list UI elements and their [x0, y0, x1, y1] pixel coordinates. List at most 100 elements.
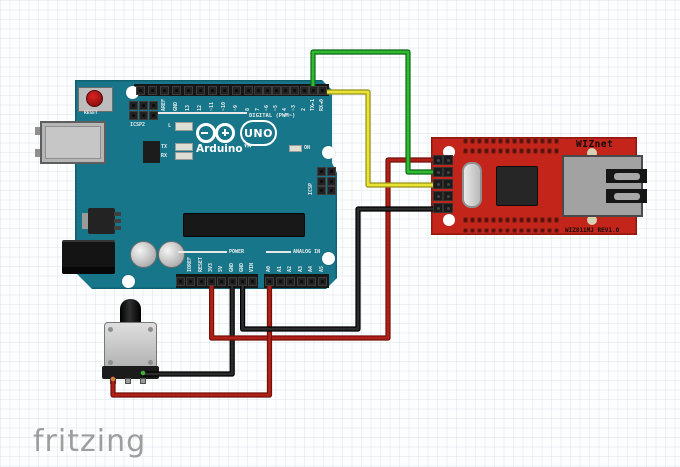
icsp-pin[interactable]: [326, 186, 336, 195]
digital-pin-label: ~11: [208, 101, 215, 111]
wire-a0-to-pot-red[interactable]: [111, 281, 271, 397]
icsp2-pin[interactable]: [129, 111, 138, 120]
fritzing-watermark: fritzing: [33, 424, 147, 459]
power-pin[interactable]: [207, 276, 217, 286]
digital-pin[interactable]: [159, 85, 169, 95]
digital-pin[interactable]: [195, 85, 205, 95]
analog-pin[interactable]: [275, 276, 285, 286]
power-pin[interactable]: [227, 276, 237, 286]
reset-label: RESET: [84, 111, 98, 116]
led-rx: [175, 152, 193, 160]
usb-interface-chip: [143, 141, 160, 163]
digital-pin[interactable]: [219, 85, 229, 95]
digital-pin[interactable]: [308, 85, 318, 95]
arduino-brand-text: Arduino™: [196, 143, 254, 155]
wiznet-header-pin[interactable]: [443, 191, 453, 201]
crystal-oscillator: [462, 162, 482, 208]
digital-section-line: [152, 112, 247, 114]
wire-rx0-to-wiznet-yellow[interactable]: [320, 90, 440, 187]
digital-pin[interactable]: [271, 85, 281, 95]
digital-pin[interactable]: [147, 85, 157, 95]
regulator-leg: [114, 226, 121, 230]
icsp2-pin[interactable]: [129, 101, 138, 110]
power-pin[interactable]: [248, 276, 258, 286]
wiznet-header-pin[interactable]: [433, 167, 443, 177]
analog-pin[interactable]: [265, 276, 274, 286]
icsp2-pin[interactable]: [139, 111, 148, 120]
power-pin[interactable]: [186, 276, 196, 286]
analog-pin[interactable]: [317, 276, 327, 286]
solder-hole: [469, 148, 476, 154]
potentiometer-leg-3[interactable]: [140, 378, 146, 384]
icsp-pin[interactable]: [317, 186, 326, 195]
wire-3v3-to-wiznet-red[interactable]: [210, 158, 440, 340]
icsp-pin[interactable]: [317, 176, 326, 186]
analog-pin-label: A2: [287, 265, 293, 272]
digital-pin[interactable]: [299, 85, 309, 95]
icsp2-pin[interactable]: [149, 101, 158, 110]
digital-pin[interactable]: [171, 85, 181, 95]
digital-section-label: DIGITAL (PWM~): [249, 113, 296, 119]
digital-pin[interactable]: [262, 85, 272, 95]
wiznet-header-pin[interactable]: [443, 203, 453, 213]
digital-pin[interactable]: [243, 85, 253, 95]
analog-pin[interactable]: [296, 276, 306, 286]
digital-pin[interactable]: [231, 85, 241, 95]
wire-gnd-to-pot-black[interactable]: [141, 281, 234, 376]
solder-pad: [587, 148, 597, 158]
wiznet-header-pin[interactable]: [433, 179, 443, 189]
reset-button-cap[interactable]: [86, 90, 103, 107]
analog-pin[interactable]: [307, 276, 316, 286]
mounting-hole: [121, 274, 135, 288]
solder-hole: [511, 217, 518, 223]
digital-pin-label: GND: [172, 101, 179, 111]
arduino-uno-board[interactable]: [75, 80, 337, 289]
analog-pin[interactable]: [286, 276, 295, 286]
wire-gnd-to-wiznet-black[interactable]: [241, 207, 440, 331]
power-pin[interactable]: [176, 276, 185, 286]
solder-hole: [546, 217, 553, 223]
wiznet-header-pin[interactable]: [433, 155, 443, 165]
solder-hole: [532, 217, 539, 223]
power-pin[interactable]: [217, 276, 227, 286]
digital-pin[interactable]: [207, 85, 217, 95]
solder-hole: [469, 227, 476, 234]
uno-model-badge: UNO: [240, 120, 277, 146]
wire-tx1-to-wiznet-green[interactable]: [311, 50, 440, 174]
potentiometer-leg-2[interactable]: [125, 378, 131, 384]
wire-gnd-to-pot-black-outline[interactable]: [140, 280, 235, 377]
wiznet-header-pin[interactable]: [443, 179, 453, 189]
icsp-pin[interactable]: [317, 167, 326, 176]
wiznet-header-pin[interactable]: [443, 167, 453, 177]
wiznet-header-pin[interactable]: [443, 155, 453, 165]
wiznet-header-pin[interactable]: [433, 191, 443, 201]
solder-hole: [490, 138, 497, 144]
connection-point[interactable]: [110, 376, 116, 382]
digital-pin[interactable]: [253, 85, 263, 95]
icsp2-label: ICSP2: [130, 122, 146, 128]
icsp-pin[interactable]: [326, 167, 336, 176]
digital-pin[interactable]: [183, 85, 193, 95]
solder-hole: [497, 217, 504, 223]
digital-pin[interactable]: [317, 85, 327, 95]
power-pin-label: 3V3: [208, 262, 215, 272]
power-pin[interactable]: [238, 276, 248, 286]
wire-tx1-to-wiznet-green-outline[interactable]: [310, 49, 441, 175]
regulator-leg: [114, 212, 121, 216]
solder-hole: [490, 217, 497, 223]
power-pin[interactable]: [196, 276, 206, 286]
digital-pin[interactable]: [135, 85, 145, 95]
solder-pad: [587, 215, 597, 225]
solder-hole: [476, 138, 483, 144]
power-section-label: POWER: [229, 249, 245, 255]
connection-point[interactable]: [140, 370, 146, 376]
solder-hole: [469, 217, 476, 223]
digital-pin[interactable]: [281, 85, 291, 95]
solder-hole: [497, 227, 504, 234]
icsp-pin[interactable]: [326, 176, 336, 186]
solder-hole: [546, 148, 553, 154]
icsp2-pin[interactable]: [139, 101, 148, 110]
wiznet-header-pin[interactable]: [433, 203, 443, 213]
icsp2-pin[interactable]: [149, 111, 158, 120]
digital-pin[interactable]: [290, 85, 300, 95]
